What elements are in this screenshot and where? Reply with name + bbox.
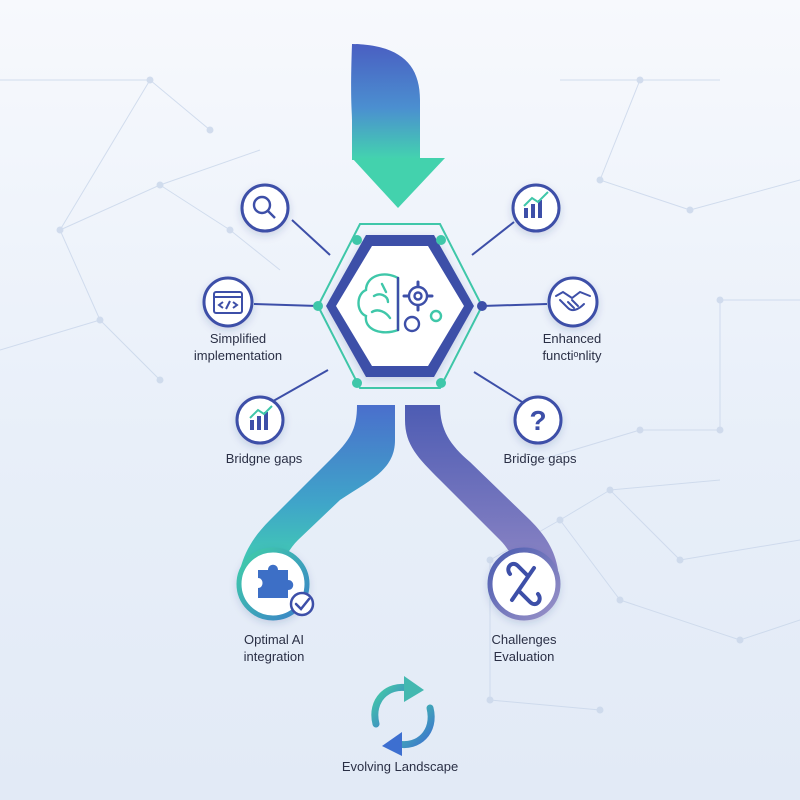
label-line: Bridgne gaps (225, 451, 303, 466)
label-bridge-gaps-right: Bridīge gaps (490, 450, 590, 467)
bar-chart-up-icon (523, 191, 549, 218)
central-hub (313, 223, 487, 389)
node-handshake[interactable] (547, 276, 599, 328)
label-line: Enhanced (542, 331, 602, 346)
label-challenges-evaluation: Challenges Evaluation (474, 631, 574, 665)
magnifier-icon (252, 195, 276, 219)
label-line: Bridīge gaps (503, 451, 577, 466)
label-line: Evolving Landscape (341, 759, 459, 774)
node-code[interactable] (202, 276, 254, 328)
question-icon: ? (529, 405, 546, 436)
label-line: Simplified (209, 331, 267, 346)
label-line: integration (243, 649, 305, 664)
label-bridge-gaps-left: Bridgne gaps (214, 450, 314, 467)
node-question[interactable]: ? (513, 395, 563, 445)
label-line: Optimal AI (244, 632, 304, 647)
label-optimal-ai-integration: Optimal AI integration (222, 631, 326, 665)
hub-node-dot (477, 301, 487, 311)
label-enhanced-functionality: Enhanced functiᵒnlity (520, 330, 624, 364)
input-arrow (351, 44, 445, 208)
hub-node-dot (436, 235, 446, 245)
cycle-arrows-icon (371, 676, 435, 756)
label-line: Challenges (491, 632, 557, 647)
handshake-icon (555, 290, 591, 312)
hub-node-dot (436, 378, 446, 388)
outcome-integration[interactable] (236, 547, 315, 621)
node-search[interactable] (240, 183, 290, 233)
node-growth-right[interactable] (511, 183, 561, 233)
bar-chart-up-icon (249, 405, 273, 430)
hub-node-dot (352, 378, 362, 388)
brain-gears-icon (357, 273, 443, 334)
node-growth-left[interactable] (235, 395, 285, 445)
puzzle-check-icon (258, 564, 315, 617)
hub-node-dot (352, 235, 362, 245)
background-network (0, 76, 800, 714)
label-line: implementation (193, 348, 283, 363)
outcome-challenges[interactable] (487, 547, 561, 621)
label-line: functiᵒnlity (542, 348, 602, 363)
code-window-icon (213, 291, 243, 314)
label-simplified-implementation: Simplified implementation (188, 330, 288, 364)
broken-link-icon (506, 561, 542, 607)
label-evolving-landscape: Evolving Landscape (330, 758, 470, 775)
label-line: Evaluation (493, 649, 555, 664)
spoke-lines (253, 219, 548, 405)
branch-bands (240, 405, 558, 570)
hub-node-dot (313, 301, 323, 311)
